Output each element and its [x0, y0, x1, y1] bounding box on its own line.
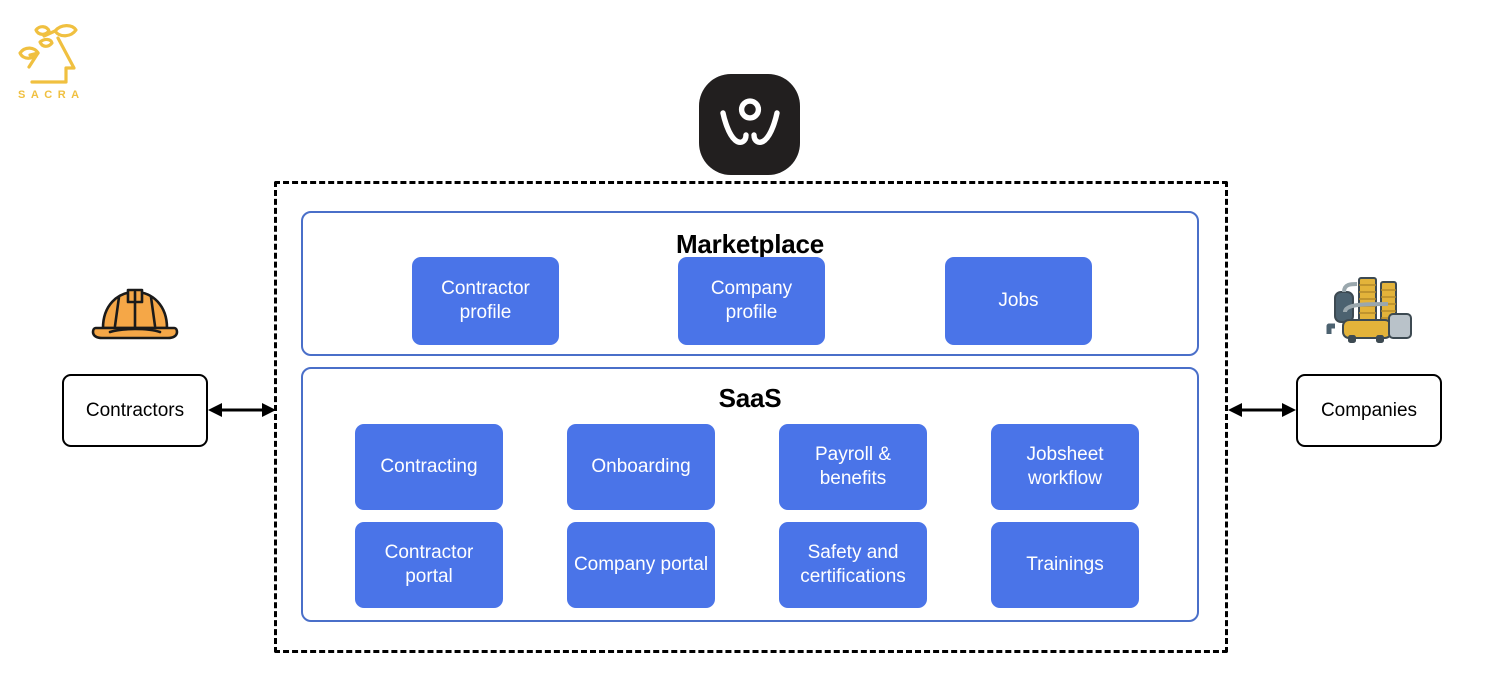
card-contractor-portal[interactable]: Contractor portal — [355, 522, 503, 608]
card-contractor-profile[interactable]: Contractor profile — [412, 257, 559, 345]
actor-contractors-label: Contractors — [85, 399, 185, 421]
card-jobs[interactable]: Jobs — [945, 257, 1092, 345]
card-jobsheet-workflow[interactable]: Jobsheet workflow — [991, 424, 1139, 510]
saas-title: SaaS — [718, 383, 782, 413]
factory-icon — [1313, 272, 1423, 352]
card-safety-certifications[interactable]: Safety and certifications — [779, 522, 927, 608]
card-onboarding[interactable]: Onboarding — [567, 424, 715, 510]
contractors-platform-connector — [208, 398, 276, 422]
sacra-wordmark: SACRA — [18, 89, 85, 101]
card-company-profile[interactable]: Company profile — [678, 257, 825, 345]
sacra-logo-icon — [14, 12, 100, 108]
actor-contractors[interactable]: Contractors — [62, 374, 208, 447]
actor-companies-label: Companies — [1320, 399, 1418, 421]
companies-platform-connector — [1228, 398, 1296, 422]
marketplace-title: Marketplace — [675, 229, 825, 259]
card-company-portal[interactable]: Company portal — [567, 522, 715, 608]
workwhile-app-icon — [699, 74, 800, 175]
card-contracting[interactable]: Contracting — [355, 424, 503, 510]
card-payroll-benefits[interactable]: Payroll & benefits — [779, 424, 927, 510]
platform-boundary — [274, 181, 1228, 653]
hard-hat-icon — [80, 272, 190, 352]
actor-companies[interactable]: Companies — [1296, 374, 1442, 447]
card-trainings[interactable]: Trainings — [991, 522, 1139, 608]
